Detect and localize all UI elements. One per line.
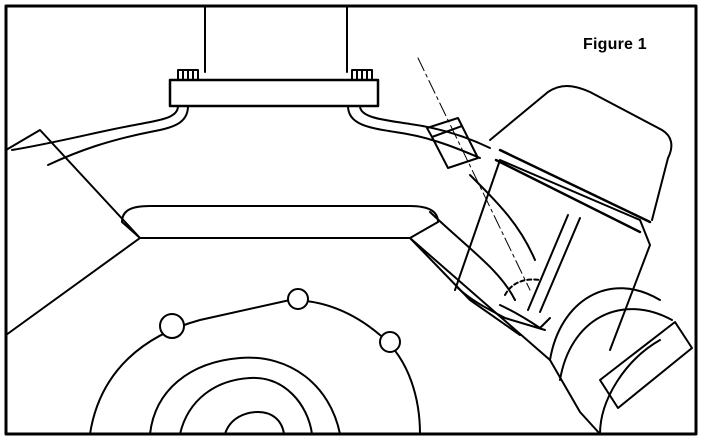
figure-border xyxy=(4,4,698,436)
engine-block-left xyxy=(5,129,141,336)
crank-housing xyxy=(89,288,421,435)
manifold-riser xyxy=(204,5,348,73)
valley-plenum xyxy=(121,205,439,239)
spray-arc xyxy=(504,278,541,296)
exhaust-flange xyxy=(599,321,693,409)
figure-label: Figure 1 xyxy=(583,36,647,53)
intake-port xyxy=(429,174,546,331)
valve xyxy=(499,214,581,329)
manifold-flange xyxy=(168,69,380,108)
combustion-chamber xyxy=(549,287,673,435)
injector xyxy=(417,57,531,291)
valve-cover xyxy=(489,85,673,234)
cylinder-head xyxy=(409,159,651,435)
manifold-port-walls xyxy=(11,105,491,166)
